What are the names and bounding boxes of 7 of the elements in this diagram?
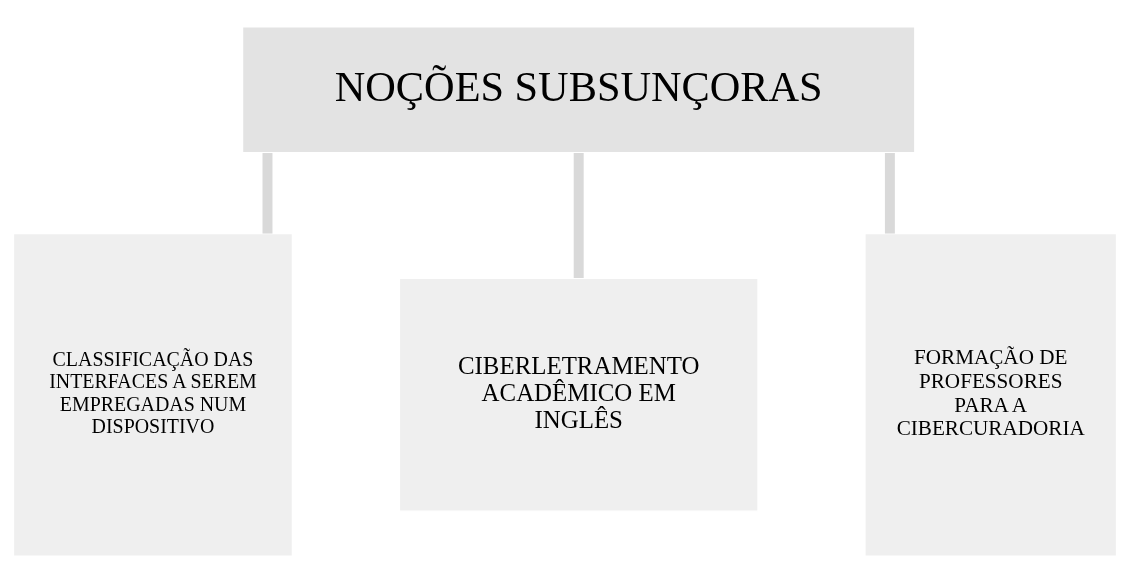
node-box: FORMAÇÃO DE PROFESSORES PARA A CIBERCURADORIA [864, 232, 1118, 557]
connector [262, 152, 273, 234]
node-box: CLASSIFICAÇÃO DAS INTERFACES A SEREM EMPREGADAS NUM DISPOSITIVO [12, 232, 293, 557]
node-box: NOÇÕES SUBSUNÇORAS [242, 25, 916, 153]
connector [884, 152, 895, 234]
connector [573, 152, 584, 278]
node-box: CIBERLETRAMENTO ACADÊMICO EM INGLÊS [398, 277, 759, 512]
